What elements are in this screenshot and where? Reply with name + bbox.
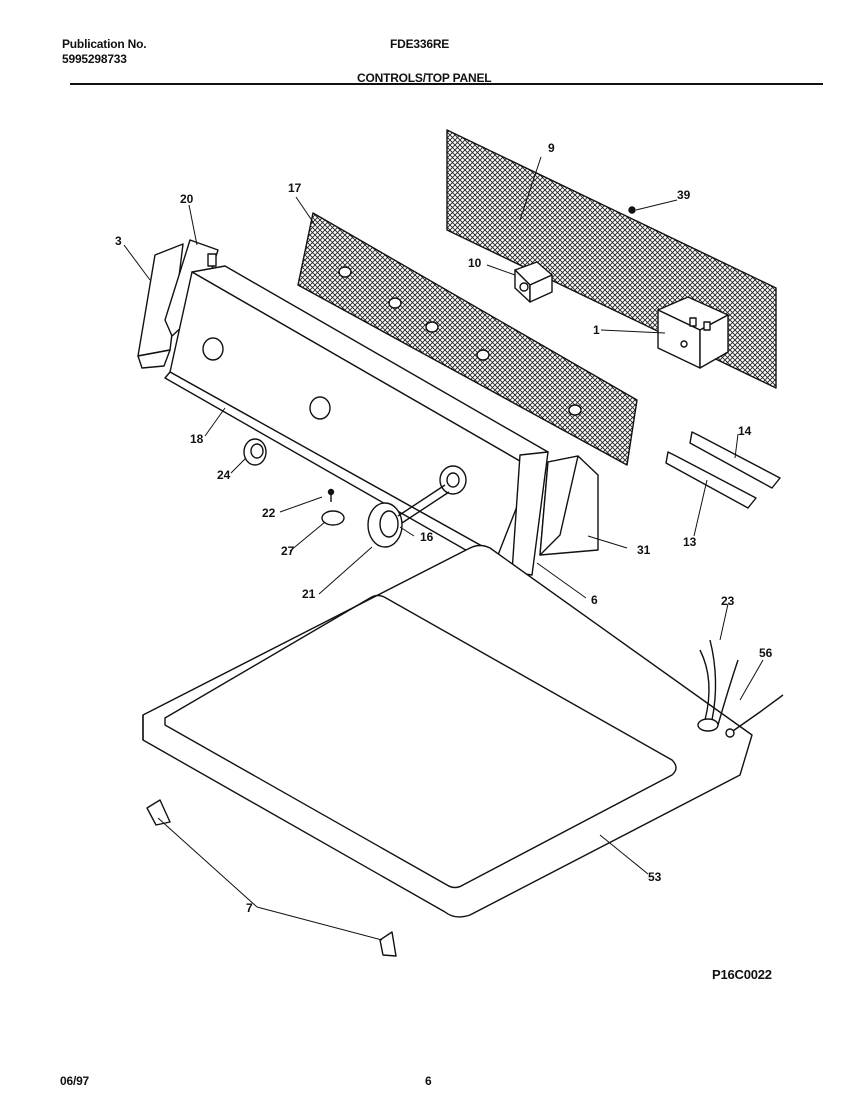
console-part-18: [164, 265, 549, 566]
callout-labels: 9 39 10 1 3 20 17 18 24 22 27 16 21 31 6…: [115, 141, 773, 915]
callout-22: 22: [262, 506, 276, 520]
callout-24: 24: [217, 468, 231, 482]
callout-10: 10: [468, 256, 482, 270]
callout-18: 18: [190, 432, 204, 446]
foot-part-7-bottom: [379, 931, 397, 957]
callout-3: 3: [115, 234, 122, 248]
callout-31: 31: [637, 543, 651, 557]
top-panel-part-53: [142, 544, 753, 918]
callout-13: 13: [683, 535, 697, 549]
page-number: 6: [425, 1074, 432, 1088]
callout-56: 56: [759, 646, 773, 660]
switch-part-10: [514, 261, 553, 303]
strap-part-13: [665, 451, 757, 509]
strap-part-14: [689, 431, 781, 489]
callout-14: 14: [738, 424, 752, 438]
panel-backing-part-17: [297, 212, 638, 466]
screw-part-22: [327, 488, 335, 502]
callout-39: 39: [677, 188, 691, 202]
publication-number: 5995298733: [62, 52, 127, 66]
callout-17: 17: [288, 181, 302, 195]
callout-23: 23: [721, 594, 735, 608]
callout-9: 9: [548, 141, 555, 155]
right-bracket-part-31: [539, 455, 599, 556]
callout-27: 27: [281, 544, 295, 558]
header-rule: [70, 83, 823, 85]
publication-label: Publication No.: [62, 37, 147, 51]
section-title: CONTROLS/TOP PANEL: [357, 71, 492, 85]
drawing-code: P16C0022: [712, 967, 772, 982]
callout-53: 53: [648, 870, 662, 884]
cord-part-56: [725, 694, 784, 738]
callout-21: 21: [302, 587, 316, 601]
screw-part-39: [628, 206, 636, 214]
timer-knob-part-21: [367, 502, 403, 548]
callout-6: 6: [591, 593, 598, 607]
callout-16: 16: [420, 530, 434, 544]
model-number: FDE336RE: [390, 37, 450, 51]
callout-1: 1: [593, 323, 600, 337]
footer-date: 06/97: [60, 1074, 90, 1088]
right-end-cap-part-6: [511, 451, 549, 576]
timer-part-1: [657, 296, 729, 369]
wire-harness-part-23: [697, 639, 739, 732]
leader-lines: [123, 156, 764, 941]
shaft-part-16: [397, 484, 450, 524]
callout-7: 7: [246, 901, 253, 915]
knob-part-24: [243, 438, 267, 466]
clip-part-27: [321, 510, 345, 526]
callout-20: 20: [180, 192, 194, 206]
foot-part-7-top: [146, 799, 171, 826]
